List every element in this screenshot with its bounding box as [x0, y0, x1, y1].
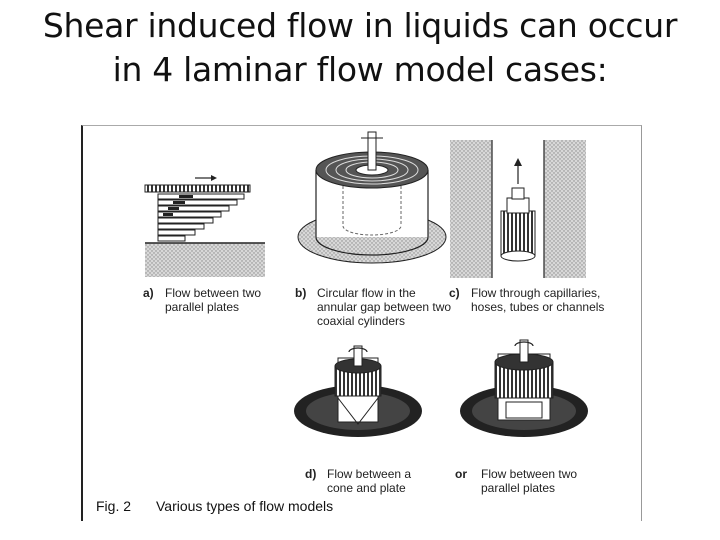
panel-e-letter: or: [455, 467, 467, 481]
panel-a-letter: a): [143, 286, 154, 300]
panel-e-text: Flow between two parallel plates: [481, 467, 578, 495]
slide-title: Shear induced flow in liquids can occur …: [20, 4, 700, 92]
figure-number: Fig. 2: [96, 498, 132, 514]
panel-d-letter: d): [305, 467, 317, 481]
slide-title-line-2: in 4 laminar flow model cases:: [112, 50, 608, 89]
panel-a-drawing: [144, 175, 265, 277]
panel-b-drawing: [297, 131, 447, 264]
panel-c-drawing: [450, 140, 586, 278]
panel-d-text: Flow between a cone and plate: [327, 467, 412, 495]
panel-b-text: Circular flow in the annular gap between…: [317, 286, 452, 328]
slide-title-line-1: Shear induced flow in liquids can occur: [42, 6, 678, 45]
flow-models-illustration: [144, 131, 588, 437]
figure-caption: Fig. 2 Various types of flow models: [96, 498, 333, 514]
panel-c-letter: c): [449, 286, 460, 300]
panel-b-letter: b): [295, 286, 307, 300]
panel-e-drawing: [460, 339, 588, 437]
figure-caption-text: Various types of flow models: [156, 498, 334, 514]
panel-a-text: Flow between two parallel plates: [165, 286, 262, 314]
flow-models-figure: a) Flow between two parallel plates b) C…: [81, 125, 642, 521]
panel-d-drawing: [294, 345, 422, 437]
panel-c-text: Flow through capillaries, hoses, tubes o…: [471, 286, 605, 314]
